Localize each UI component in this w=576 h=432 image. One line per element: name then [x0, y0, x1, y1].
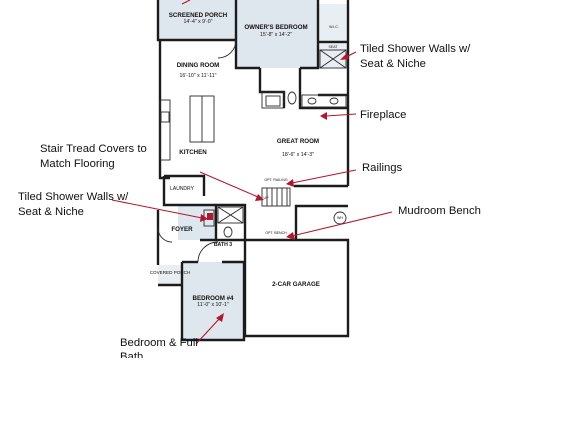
- arrowhead-mudroom-bench: [286, 232, 295, 240]
- door-swing-porch: [217, 39, 237, 59]
- label-opt-railing: OPT. RAILING: [264, 178, 288, 182]
- bedroom4-area: [182, 262, 244, 340]
- arrowhead-bedroom-bath: [216, 313, 224, 322]
- vanity: [301, 94, 347, 108]
- label-covered-porch: COVERED PORCH: [150, 270, 191, 275]
- garage-walls: [243, 238, 350, 338]
- label-up: UP: [264, 196, 270, 200]
- stairs: [261, 187, 291, 207]
- callout-tiled-shower-right-line1: Tiled Shower Walls w/: [360, 43, 471, 55]
- label-screened-porch: SCREENED PORCH: [169, 12, 228, 19]
- arrowhead-stair-tread: [255, 194, 264, 201]
- label-dining-room: DINING ROOM: [177, 62, 220, 69]
- arrow-bedroom-bath: [195, 317, 221, 345]
- room-labels: SCREENED PORCH 14'-4" x 9'-0" OWNER'S BE…: [150, 12, 344, 308]
- owners-bedroom-right-wall: [300, 0, 320, 70]
- mudroom-wall: [294, 204, 348, 240]
- label-garage: 2-CAR GARAGE: [272, 281, 320, 288]
- callout-stair-tread-line2: Match Flooring: [40, 158, 115, 170]
- arrow-stair-tread: [199, 171, 259, 198]
- label-kitchen: KITCHEN: [179, 149, 207, 156]
- fixtures: [157, 39, 347, 263]
- dims-bedroom4: 11'-0" x 10'-1": [197, 302, 229, 308]
- owners-bath-area: [318, 44, 348, 68]
- label-owners-bedroom: OWNER'S BEDROOM: [244, 24, 307, 31]
- owners-bedroom-left-wall: [234, 0, 260, 70]
- callout-tiled-shower-left-line1: Tiled Shower Walls w/: [18, 191, 129, 203]
- label-bedroom4: BEDROOM #4: [193, 295, 234, 302]
- porch-wall: [156, 0, 236, 42]
- dims-dining-room: 16'-10" x 11'-11": [180, 73, 217, 79]
- bath3-top-wall: [178, 203, 247, 240]
- shower-highlight-mark: [207, 213, 213, 220]
- dining-left-wall: [158, 40, 170, 180]
- arrow-railings: [291, 169, 357, 184]
- wic-area: [318, 4, 348, 42]
- owners-bedroom-area: [236, 0, 318, 68]
- vanity-sink-1: [307, 97, 317, 105]
- fireplace-firebox: [265, 95, 281, 107]
- label-laundry: LAUNDRY: [170, 186, 194, 192]
- arrowhead-tiled-shower-left: [200, 214, 208, 222]
- arrowhead-railings: [286, 179, 294, 187]
- label-seat: SEAT: [328, 45, 338, 49]
- bath3-shower-diag-2: [217, 206, 244, 224]
- dims-screened-porch: 14'-4" x 9'-0": [183, 19, 212, 25]
- callout-arrows: [111, 0, 393, 345]
- shower-diag-2: [319, 49, 347, 69]
- callout-texts: Tiled Shower Walls w/ Seat & Niche Firep…: [18, 43, 481, 363]
- callout-tiled-shower-left-line2: Seat & Niche: [18, 206, 84, 218]
- callout-fireplace: Fireplace: [360, 109, 406, 121]
- label-wic: W.I.C.: [329, 25, 339, 29]
- callout-railings: Railings: [362, 162, 403, 174]
- arrow-mudroom-bench: [291, 211, 393, 237]
- room-fills: [158, 0, 348, 340]
- bedroom4-walls: [180, 260, 246, 342]
- bath3-toilet: [223, 226, 233, 238]
- door-swing-foyer: [157, 227, 173, 243]
- bath3-shower: [217, 206, 244, 224]
- arrowhead-tiled-shower-right: [340, 53, 349, 60]
- arrow-fireplace: [325, 113, 357, 117]
- door-swing-bedroom4: [197, 241, 219, 263]
- laundry-top-wall: [164, 174, 206, 196]
- kitchen-counter: [159, 99, 171, 161]
- bath-front-wall: [298, 68, 348, 110]
- label-foyer: FOYER: [171, 226, 193, 233]
- callout-bedroom-bath-line1: Bedroom & Full: [120, 337, 198, 349]
- label-great-room: GREAT ROOM: [277, 138, 319, 145]
- label-opt-bench: OPT. BENCH: [265, 231, 287, 235]
- callout-stair-tread-line1: Stair Tread Covers to: [40, 143, 147, 155]
- vanity-sink-2: [329, 97, 339, 105]
- label-wh: WH: [337, 216, 343, 220]
- callout-tiled-shower-right-line2: Seat & Niche: [360, 58, 426, 70]
- dims-owners-bedroom: 15'-8" x 14'-2": [260, 32, 292, 38]
- callout-mudroom-bench: Mudroom Bench: [398, 205, 481, 217]
- laundry-left-wall: [162, 176, 178, 207]
- bath3-area: [178, 205, 216, 240]
- crop-cover: [100, 358, 220, 432]
- arrowhead-fireplace: [320, 112, 327, 120]
- owners-toilet: [287, 91, 297, 105]
- arrow-top-porch: [181, 0, 191, 5]
- screened-porch-area: [158, 0, 236, 40]
- dims-great-room: 18'-6" x 14'-3": [282, 152, 314, 158]
- arrow-tiled-shower-left: [111, 199, 203, 219]
- covered-porch-area: [158, 265, 182, 285]
- label-bath3: BATH 3: [214, 242, 232, 248]
- sink: [160, 111, 170, 123]
- fireplace-box: [261, 91, 285, 109]
